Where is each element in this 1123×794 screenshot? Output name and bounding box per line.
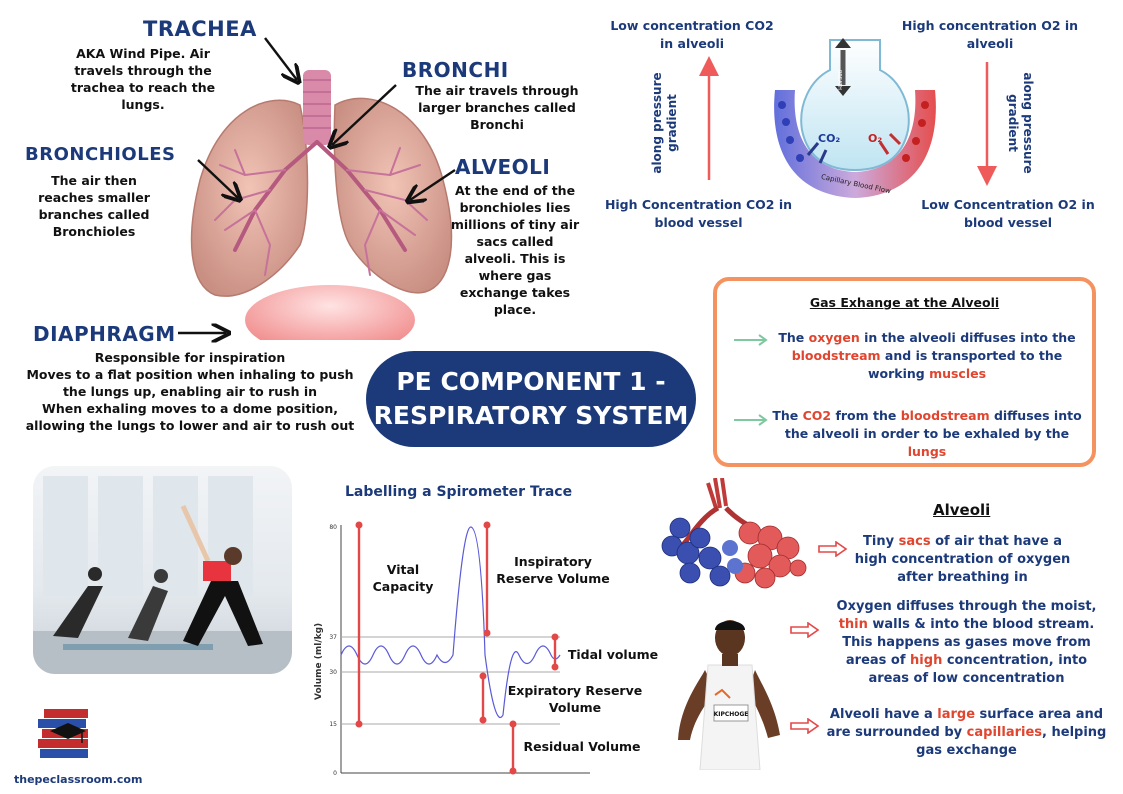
y-tick: 80 [329,524,337,531]
alveoli-point-2: Oxygen diffuses through the moist, thin … [836,599,1097,686]
diaphragm-text: Responsible for inspiration Moves to a f… [15,349,365,434]
outline-arrow-icon [790,718,820,734]
y-tick: 37 [329,634,337,641]
label-irv: Inspiratory Reserve Volume [496,554,610,586]
bronchioles-text: The air then reaches smaller branches ca… [38,173,150,239]
y-tick: 30 [329,669,337,676]
bronchi-heading: BRONCHI [402,58,509,82]
o2-label: O₂ [868,132,882,145]
title-line-2: RESPIRATORY SYSTEM [373,401,689,430]
spirometer-trace: 80 37 30 15 0 Volume (ml/kg) [314,521,590,777]
gas-exchange-box: Gas Exhange at the Alveoli The oxygen in… [713,277,1096,467]
gas-box-heading: Gas Exhange at the Alveoli [809,295,1000,310]
spirometer-heading: Labelling a Spirometer Trace [345,484,573,500]
alveolus-diagram: BREATH CO₂ O₂ Capillary Blood Flow [699,38,997,198]
y-tick: 0 [333,770,337,777]
diaphragm-line: When exhaling moves to a dome position, [42,401,338,416]
arrow-right-icon [734,334,768,346]
diaphragm-line: Responsible for inspiration [94,350,286,365]
arrow-right-icon [734,414,768,426]
gas-box-item-2: The CO2 from the bloodstream diffuses in… [772,408,1082,459]
exchange-top-left: Low concentration CO2 in alveoli [610,18,774,51]
bronchioles-heading: BRONCHIOLES [25,144,176,165]
lungs-illustration [190,70,453,340]
yoga-class-photo [33,466,292,674]
alveoli-cluster-image [661,478,807,589]
diaphragm-line: Moves to a flat position when inhaling t… [26,367,354,382]
y-axis-label: Volume (ml/kg) [314,623,324,700]
outline-arrow-icon [818,541,848,557]
trachea-text: AKA Wind Pipe. Air travels through the t… [70,46,216,112]
footer-site[interactable]: thepeclassroom.com [14,773,143,786]
title-line-1: PE COMPONENT 1 - [396,367,666,396]
diaphragm-line: the lungs up, enabling air to rush in [62,384,318,399]
page-title: PE COMPONENT 1 - RESPIRATORY SYSTEM [366,351,696,447]
co2-label: CO₂ [818,132,840,145]
label-tidal: Tidal volume [567,647,659,662]
books-logo-icon [38,709,88,758]
trachea-heading: TRACHEA [143,17,257,41]
exchange-bottom-right: Low Concentration O2 in blood vessel [921,197,1095,230]
bronchi-text: The air travels through larger branches … [415,83,579,132]
gas-box-item-1: The oxygen in the alveoli diffuses into … [778,330,1076,381]
pointer-arrows [178,37,456,350]
label-residual: Residual Volume [523,739,641,754]
outline-arrow-icon [790,622,820,638]
alveoli-point-3: Alveoli have a large surface area and ar… [826,707,1107,758]
label-vital-capacity: Vital Capacity [372,562,434,594]
alveoli-point-1: Tiny sacs of air that have a high concen… [854,534,1071,585]
runner-bib: KIPCHOGE [714,711,749,718]
diaphragm-heading: DIAPHRAGM [33,322,176,346]
runner-photo: KIPCHOGE [678,620,780,770]
alveoli-info-heading: ALVEOLI [455,155,551,179]
alveoli-info-text: At the end of the bronchioles lies milli… [450,183,580,317]
gradient-label-left: along pressure gradient [650,72,679,174]
y-tick: 15 [329,721,337,728]
label-erv: Expiratory Reserve Volume [507,683,643,715]
diaphragm-line: allowing the lungs to lower and air to r… [25,418,355,433]
breath-label: BREATH [836,70,842,90]
exchange-top-right: High concentration O2 in alveoli [901,18,1079,51]
alveoli-panel-heading: Alveoli [933,501,991,519]
exchange-bottom-left: High Concentration CO2 in blood vessel [604,197,793,230]
